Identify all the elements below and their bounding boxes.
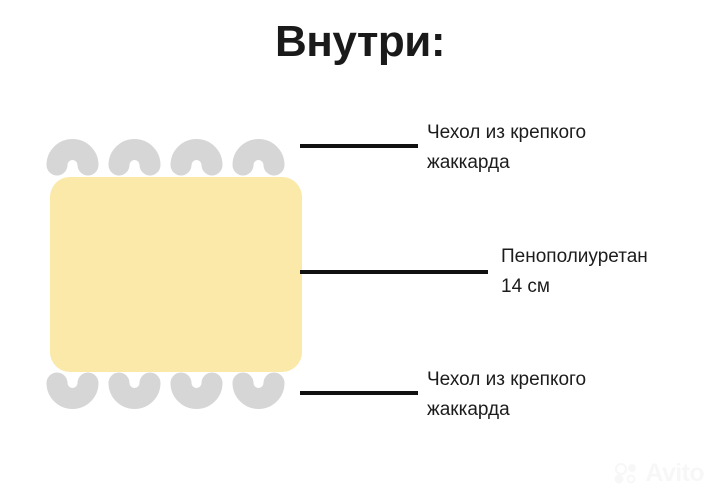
mattress-cross-section-diagram [40,118,320,418]
avito-watermark: Avito [614,459,705,487]
page-title: Внутри: [275,17,446,66]
callout-label-foam-core: Пенополиуретан 14 см [501,246,648,297]
leader-line-middle [300,270,488,274]
leader-line-bottom [300,391,418,395]
callout-label-top-cover: Чехол из крепкого жаккарда [427,122,587,173]
leader-line-top [300,144,418,148]
avito-dots-icon [614,462,637,483]
bottom-cover-layer [46,372,285,409]
avito-watermark-text: Avito [645,459,704,487]
callout-label-bottom-cover: Чехол из крепкого жаккарда [427,369,587,420]
foam-core-block [50,177,302,372]
top-cover-layer [46,139,285,176]
